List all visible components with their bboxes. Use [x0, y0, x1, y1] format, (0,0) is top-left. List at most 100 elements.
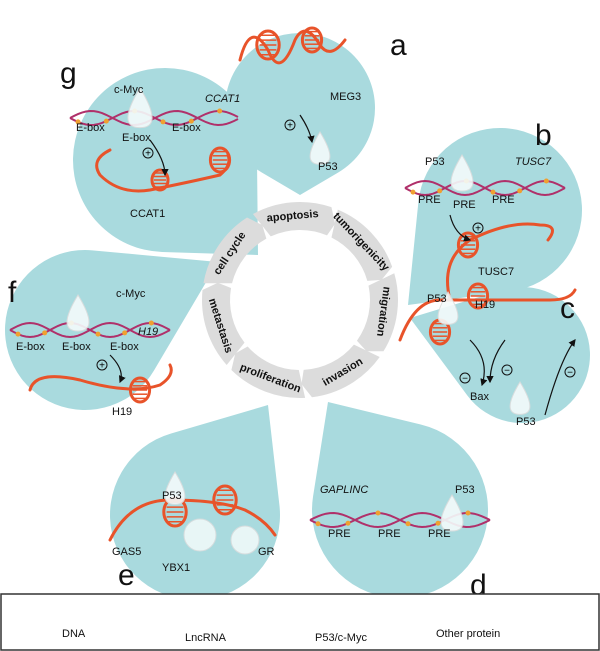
dna-f-strand — [9, 321, 171, 339]
hairpin-g — [150, 168, 170, 192]
gene-label-f: H19 — [138, 326, 158, 338]
dna-b-dot — [410, 189, 416, 195]
protein-label-d: P53 — [455, 484, 475, 496]
panel-a — [225, 33, 375, 196]
sign-g-glyph: + — [145, 149, 151, 160]
sign-f — [96, 359, 108, 371]
sign-c — [459, 372, 471, 384]
ebox-g-3: E-box — [172, 122, 201, 134]
panel-letter-c: c — [560, 292, 575, 325]
sign-c-glyph: − — [567, 368, 573, 379]
other-label-e-2: GR — [258, 546, 275, 558]
protein-d — [440, 494, 464, 532]
dna-f-dot — [15, 331, 21, 337]
sign-g — [142, 147, 154, 159]
protein-g — [127, 87, 153, 129]
gene-label-d: GAPLINC — [320, 484, 368, 496]
protein-label-e: P53 — [162, 490, 182, 502]
panel-letter-f: f — [8, 276, 17, 309]
sign-c — [501, 364, 513, 376]
dna-f-dot — [148, 320, 154, 326]
dna-d-dot — [435, 520, 441, 526]
protein-f — [66, 294, 90, 332]
lnc-label-e: GAS5 — [112, 546, 141, 558]
hairpin-b — [456, 231, 480, 259]
sign-a — [284, 119, 296, 131]
protein-label-b: P53 — [425, 156, 445, 168]
ring-segment — [356, 273, 398, 352]
pre-b-1: PRE — [418, 194, 441, 206]
lnc-label-g: CCAT1 — [130, 208, 165, 220]
arrow-b — [449, 214, 472, 242]
pre-d-2: PRE — [378, 528, 401, 540]
dna-d-dot — [405, 521, 411, 527]
sign-b-glyph: + — [475, 224, 481, 235]
other-protein-e-1 — [183, 518, 217, 552]
arrow-c — [544, 339, 576, 416]
panel-letter-e: e — [118, 559, 135, 592]
panel-e — [110, 405, 280, 600]
panel-letter-a: a — [390, 29, 407, 62]
hairpin-a — [255, 29, 281, 61]
panel-b — [408, 128, 582, 305]
protein2-label-c: P53 — [516, 416, 536, 428]
dna-d-dot — [345, 520, 351, 526]
protein-label-c: P53 — [427, 293, 447, 305]
ring-segment — [203, 217, 267, 284]
gene-label-g: CCAT1 — [205, 93, 240, 105]
sign-f-glyph: + — [99, 361, 105, 372]
lncrna-f — [28, 363, 173, 392]
protein-a — [309, 131, 331, 165]
panel-d — [312, 402, 489, 598]
lnc-label-f: H19 — [112, 406, 132, 418]
sign-a-glyph: + — [287, 121, 293, 132]
hairpin-f — [128, 376, 152, 404]
pre-d-3: PRE — [428, 528, 451, 540]
ebox-f-3: E-box — [110, 341, 139, 353]
sign-c — [564, 366, 576, 378]
dna-g-dot — [103, 118, 109, 124]
panel-letter-g: g — [60, 57, 77, 90]
arrow-a — [299, 114, 315, 144]
arrow-f — [109, 354, 126, 384]
protein-label-g: c-Myc — [114, 84, 144, 96]
dna-b-dot — [437, 188, 443, 194]
ebox-g-2: E-box — [122, 132, 151, 144]
dna-d-dot — [375, 510, 381, 516]
arrow-c — [486, 339, 506, 384]
target-label-c: Bax — [470, 391, 489, 403]
dna-d-dot — [465, 510, 471, 516]
hairpin-e — [212, 484, 238, 516]
hairpin-g — [208, 146, 232, 174]
dna-b-dot — [517, 188, 523, 194]
protein-c — [437, 291, 459, 325]
dna-f-dot — [42, 330, 48, 336]
gene-label-b: TUSC7 — [515, 156, 552, 168]
dna-b-dot — [543, 178, 549, 184]
legend-p53-label: P53/c-Myc — [315, 632, 367, 644]
dna-g-dot — [160, 119, 166, 125]
dna-g-dot — [75, 119, 81, 125]
ebox-f-1: E-box — [16, 341, 45, 353]
ring-segment — [331, 209, 393, 281]
legend-lncrna-label: LncRNA — [185, 632, 227, 644]
ebox-f-2: E-box — [62, 341, 91, 353]
dna-f-dot — [95, 331, 101, 337]
legend-dna-label: DNA — [62, 628, 86, 640]
ring-segment — [252, 202, 336, 237]
ring-segment — [202, 282, 245, 366]
dna-g-dot — [217, 108, 223, 114]
lncrna-b — [446, 222, 554, 302]
protein-label-a: P53 — [318, 161, 338, 173]
dna-d-dot — [315, 521, 321, 527]
arrow-g — [149, 139, 169, 177]
pre-b-3: PRE — [492, 194, 515, 206]
lnc-label-c: H19 — [475, 299, 495, 311]
other-label-e-1: YBX1 — [162, 562, 190, 574]
dna-g-dot — [188, 118, 194, 124]
ebox-g-1: E-box — [76, 122, 105, 134]
sign-c-glyph: − — [504, 366, 510, 377]
